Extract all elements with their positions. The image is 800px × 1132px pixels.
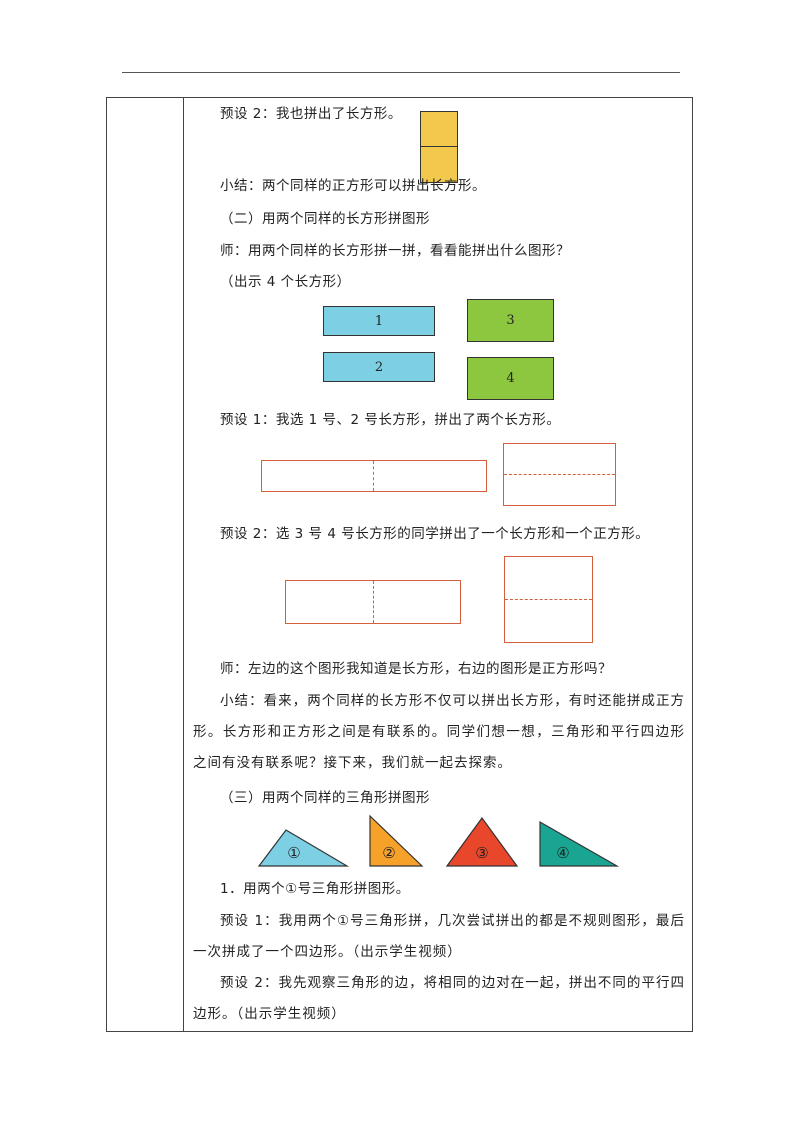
item1-text: 1．用两个①号三角形拼图形。 bbox=[220, 881, 410, 897]
triangle-1 bbox=[257, 829, 350, 867]
rectangle-2-label: 2 bbox=[374, 359, 384, 375]
combined-wide-rectangle bbox=[285, 580, 461, 624]
rectangle-1: 1 bbox=[323, 306, 435, 336]
triangle-3 bbox=[445, 816, 519, 867]
section2-title: （二）用两个同样的长方形拼图形 bbox=[220, 211, 430, 227]
teacher-question-2: 师：左边的这个图形我知道是长方形，右边的图形是正方形吗？ bbox=[220, 661, 612, 677]
dashed-divider bbox=[373, 461, 374, 491]
rectangle-3: 3 bbox=[467, 299, 554, 342]
rectangle-2: 2 bbox=[323, 352, 435, 382]
triangle-2 bbox=[369, 814, 424, 867]
preset2-mid-text: 预设 2：选 3 号 4 号长方形的同学拼出了一个长方形和一个正方形。 bbox=[220, 526, 650, 542]
preset2-bottom-paragraph: 预设 2：我先观察三角形的边，将相同的边对在一起，拼出不同的平行四边形。（出示学… bbox=[193, 975, 685, 1022]
dashed-divider bbox=[505, 599, 592, 600]
summary1-text: 小结：两个同样的正方形可以拼出长方形。 bbox=[220, 178, 486, 194]
preset1-text: 预设 1：我选 1 号、2 号长方形，拼出了两个长方形。 bbox=[220, 412, 561, 428]
combined-square bbox=[504, 556, 593, 643]
rectangle-4: 4 bbox=[467, 357, 554, 400]
triangle-4-label: ④ bbox=[556, 844, 569, 862]
preset2-top-text: 预设 2：我也拼出了长方形。 bbox=[220, 106, 402, 122]
teacher-question-1: 师：用两个同样的长方形拼一拼，看看能拼出什么图形？ bbox=[220, 243, 570, 259]
dashed-divider bbox=[504, 474, 615, 475]
rectangle-4-label: 4 bbox=[506, 371, 515, 386]
show-4-rectangles-text: （出示 4 个长方形） bbox=[220, 274, 351, 290]
combined-stacked-rectangle bbox=[503, 443, 616, 506]
section3-title: （三）用两个同样的三角形拼图形 bbox=[220, 790, 430, 806]
lesson-table bbox=[106, 97, 693, 1032]
triangle-2-label: ② bbox=[382, 844, 395, 862]
yellow-square-divider bbox=[421, 146, 457, 147]
triangle-4 bbox=[539, 820, 620, 867]
table-column-divider bbox=[183, 97, 184, 1032]
dashed-divider bbox=[373, 581, 374, 623]
header-rule bbox=[122, 72, 680, 73]
triangle-3-label: ③ bbox=[475, 844, 488, 862]
triangle-1-label: ① bbox=[287, 844, 300, 862]
summary2-paragraph: 小结：看来，两个同样的长方形不仅可以拼出长方形，有时还能拼成正方形。长方形和正方… bbox=[193, 693, 685, 771]
preset1-bottom-paragraph: 预设 1：我用两个①号三角形拼，几次尝试拼出的都是不规则图形，最后一次拼成了一个… bbox=[193, 913, 685, 960]
yellow-squares-rectangle bbox=[420, 111, 458, 183]
rectangle-1-label: 1 bbox=[374, 313, 384, 329]
rectangle-3-label: 3 bbox=[506, 313, 515, 328]
combined-long-rectangle bbox=[261, 460, 487, 492]
